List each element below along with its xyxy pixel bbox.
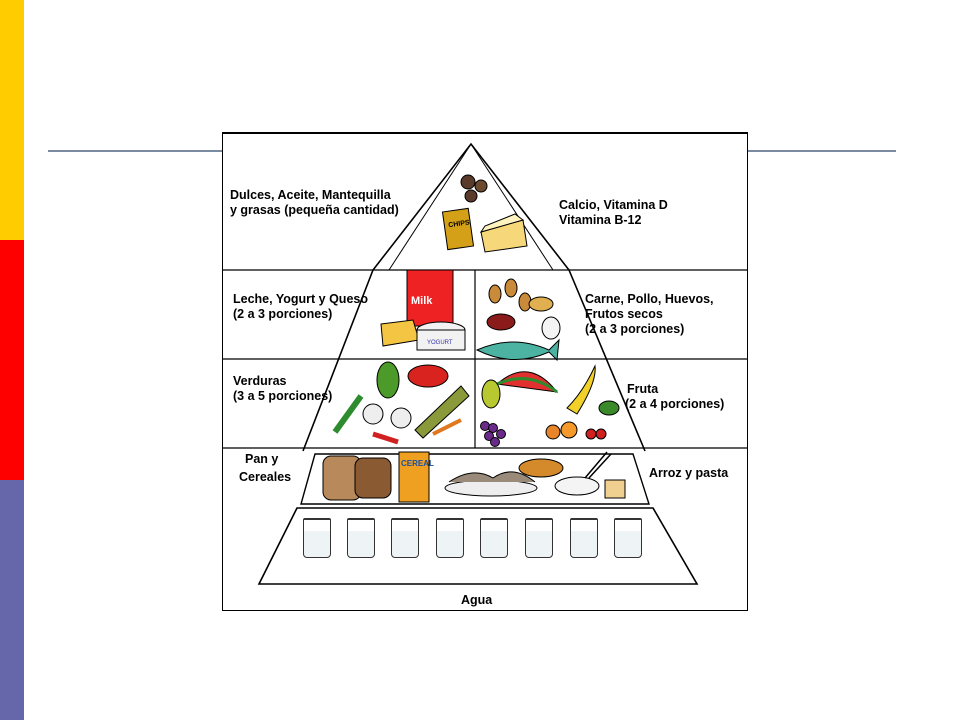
- milk-carton-text: Milk: [411, 295, 433, 307]
- label-line: (3 a 5 porciones): [233, 389, 333, 403]
- label-fruit: Fruta (2 a 4 porciones): [625, 382, 724, 412]
- label-nutrients: Calcio, Vitamina D Vitamina B-12: [559, 198, 668, 228]
- label-line: Arroz y pasta: [649, 466, 729, 480]
- food-pyramid-figure: CHIPS Milk YOGURT: [222, 132, 748, 611]
- label-line: Pan y: [245, 452, 279, 466]
- label-line: Calcio, Vitamina D: [559, 198, 668, 212]
- label-line: Frutos secos: [585, 307, 663, 321]
- label-rice-pasta: Arroz y pasta: [649, 466, 728, 481]
- label-line: y grasas (pequeña cantidad): [230, 203, 399, 217]
- label-bread-cereal: Pan y Cereales: [239, 452, 291, 485]
- label-line: Cereales: [239, 470, 292, 484]
- label-line: Fruta: [627, 382, 659, 396]
- water-glass: [436, 518, 464, 558]
- yogurt-text: YOGURT: [427, 340, 453, 346]
- label-line: Leche, Yogurt y Queso: [233, 292, 368, 306]
- water-glass: [614, 518, 642, 558]
- label-line: Verduras: [233, 374, 287, 388]
- water-glass: [570, 518, 598, 558]
- accent-bar-yellow: [0, 0, 24, 240]
- accent-bar-red: [0, 240, 24, 480]
- pyramid-drawing: CHIPS Milk YOGURT: [223, 142, 747, 585]
- water-glass: [480, 518, 508, 558]
- chips-bag-text: CHIPS: [448, 219, 470, 229]
- label-protein: Carne, Pollo, Huevos, Frutos secos (2 a …: [585, 292, 714, 337]
- label-line: (2 a 4 porciones): [625, 397, 725, 411]
- water-glass: [525, 518, 553, 558]
- label-sweets-fats: Dulces, Aceite, Mantequilla y grasas (pe…: [230, 188, 399, 218]
- label-line: (2 a 3 porciones): [585, 322, 685, 336]
- label-line: Agua: [461, 593, 493, 607]
- water-glass: [391, 518, 419, 558]
- label-line: Vitamina B-12: [559, 213, 642, 227]
- label-water: Agua: [461, 593, 492, 608]
- label-vegetables: Verduras (3 a 5 porciones): [233, 374, 332, 404]
- label-line: (2 a 3 porciones): [233, 307, 333, 321]
- water-glass: [303, 518, 331, 558]
- title-rule-right: [748, 150, 896, 152]
- water-glass: [347, 518, 375, 558]
- cereal-box-text: CEREAL: [401, 459, 434, 468]
- label-dairy: Leche, Yogurt y Queso (2 a 3 porciones): [233, 292, 368, 322]
- label-line: Dulces, Aceite, Mantequilla: [230, 188, 391, 202]
- title-rule-left: [48, 150, 222, 152]
- accent-bar-blue: [0, 480, 24, 720]
- label-line: Carne, Pollo, Huevos,: [585, 292, 714, 306]
